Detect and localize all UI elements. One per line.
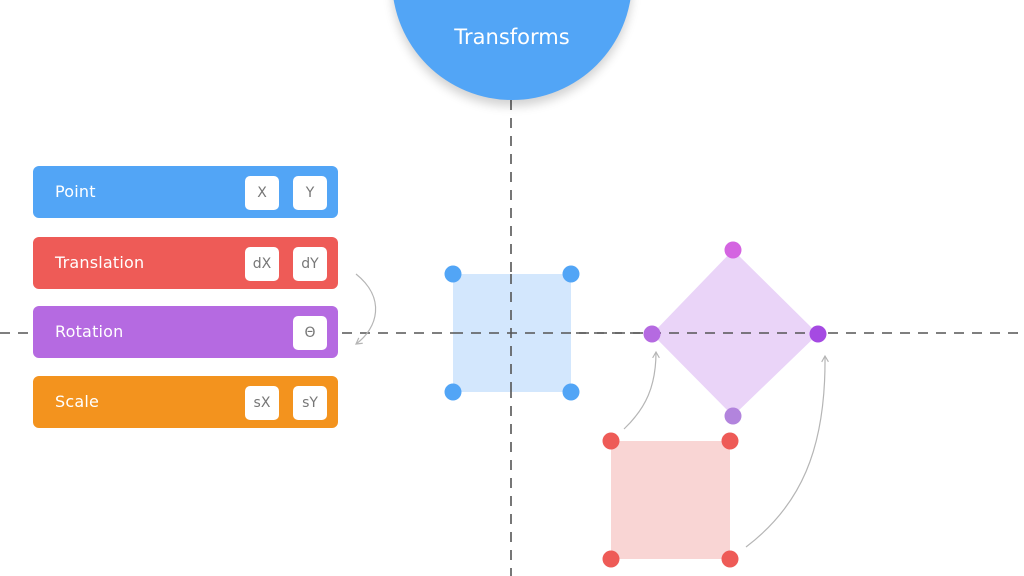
- vertex-handle[interactable]: [562, 265, 580, 283]
- vertex-handle[interactable]: [724, 407, 742, 425]
- rotation-bar[interactable]: Rotation Θ: [33, 306, 338, 358]
- red-to-purple-arrow-left: [623, 350, 660, 430]
- bar-label: Point: [55, 182, 96, 201]
- vertex-handle[interactable]: [562, 383, 580, 401]
- purple-diamond: [652, 250, 818, 416]
- bar-label: Rotation: [55, 322, 124, 341]
- translation-bar[interactable]: Translation dX dY: [33, 237, 338, 289]
- vertex-handle[interactable]: [724, 241, 742, 259]
- vertex-handle[interactable]: [444, 265, 462, 283]
- page-title: Transforms: [454, 25, 570, 49]
- blue-square-handles: [444, 265, 580, 401]
- rotation-curve-arrow: [355, 273, 377, 345]
- red-to-purple-arrow-right: [745, 354, 829, 548]
- vertex-handle[interactable]: [721, 550, 739, 568]
- dy-chip[interactable]: dY: [293, 247, 327, 281]
- x-chip[interactable]: X: [245, 176, 279, 210]
- sx-chip[interactable]: sX: [245, 386, 279, 420]
- vertex-handle[interactable]: [643, 325, 661, 343]
- point-bar[interactable]: Point X Y: [33, 166, 338, 218]
- bar-label: Scale: [55, 392, 100, 411]
- scale-bar[interactable]: Scale sX sY: [33, 376, 338, 428]
- vertex-handle[interactable]: [602, 550, 620, 568]
- bar-label: Translation: [55, 253, 145, 272]
- red-square-handles: [602, 432, 739, 568]
- sy-chip[interactable]: sY: [293, 386, 327, 420]
- red-square: [611, 441, 730, 559]
- dx-chip[interactable]: dX: [245, 247, 279, 281]
- purple-diamond-handles: [643, 241, 827, 425]
- theta-chip[interactable]: Θ: [293, 316, 327, 350]
- vertex-handle[interactable]: [602, 432, 620, 450]
- vertex-handle[interactable]: [721, 432, 739, 450]
- vertex-handle[interactable]: [444, 383, 462, 401]
- vertex-handle[interactable]: [809, 325, 827, 343]
- y-chip[interactable]: Y: [293, 176, 327, 210]
